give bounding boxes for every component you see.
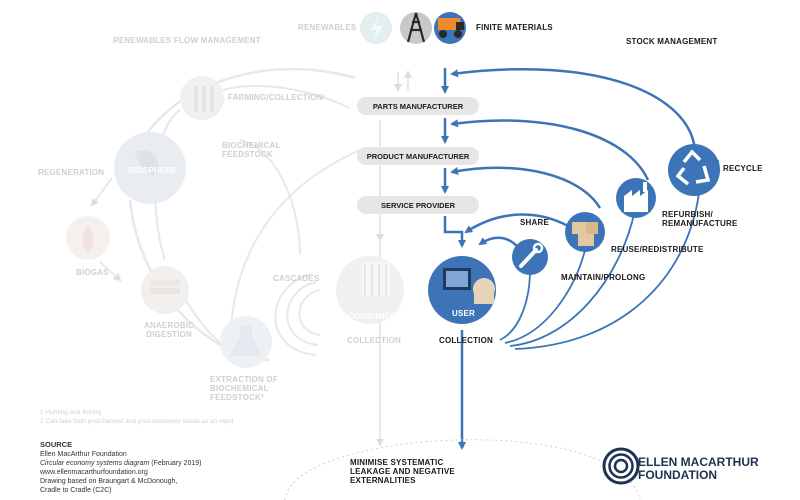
oil-rig-icon [400, 12, 432, 44]
renewables-flow-management-label: RENEWABLES FLOW MANAGEMENT [113, 36, 261, 45]
stock-management-label: STOCK MANAGEMENT [626, 37, 718, 46]
collection-label: COLLECTION [439, 336, 493, 345]
source-url[interactable]: www.ellenmacarthurfoundation.org [40, 469, 148, 477]
anaerobic-digestion-label: ANAEROBIC DIGESTION [144, 321, 194, 339]
refurbish-line-1: REFURBISH/ [662, 210, 713, 219]
parts-manufacturer-node: PARTS MANUFACTURER [357, 97, 479, 115]
biogas-label: BIOGAS [76, 268, 109, 277]
user-label: USER [452, 309, 476, 318]
footnote-1: 1 Hunting and fishing [40, 409, 102, 416]
leakage-line-1: MINIMISE SYSTEMATIC [350, 458, 444, 467]
source-date: (February 2019) [151, 460, 202, 468]
wheat-icon [180, 76, 224, 120]
source-org: Ellen MacArthur Foundation [40, 451, 127, 459]
technical-flow-arrows [441, 67, 720, 450]
recycle-icon [668, 144, 720, 196]
footnotes: 1 Hunting and fishing 2 Can take both po… [40, 408, 233, 426]
finite-materials-icons [400, 12, 466, 44]
farming-collection-label: FARMING/COLLECTION¹ [228, 93, 326, 102]
source-drawing-2: Cradle to Cradle (C2C) [40, 487, 112, 495]
source-title: Circular economy systems diagram [40, 460, 150, 468]
cascades-label: CASCADES [273, 274, 320, 283]
product-manufacturer-node: PRODUCT MANUFACTURER [357, 147, 479, 165]
biochemical-feedstock-line-1: BIOCHEMICAL [222, 141, 281, 150]
maintain-prolong-label: MAINTAIN/PROLONG [561, 273, 646, 282]
technical-icons [428, 144, 720, 324]
source-heading: SOURCE [40, 440, 73, 449]
emf-logo-text: ELLEN MACARTHUR FOUNDATION [638, 456, 759, 481]
logo-line-1: ELLEN MACARTHUR [638, 455, 759, 469]
finite-materials-label: FINITE MATERIALS [476, 23, 553, 32]
renewables-label: RENEWABLES [298, 23, 357, 32]
source-drawing-1: Drawing based on Braungart & McDonough, [40, 478, 178, 486]
logo-line-2: FOUNDATION [638, 467, 718, 482]
recycle-label: RECYCLE [723, 164, 763, 173]
biological-icons [66, 12, 404, 368]
bio-collection-label: COLLECTION [347, 336, 401, 345]
leakage-line-3: EXTERNALITIES [350, 476, 416, 486]
regeneration-label: REGENERATION [38, 168, 105, 177]
extraction-line-1: EXTRACTION OF [210, 375, 278, 384]
consumer-label: CONSUMER [348, 312, 397, 321]
source-block: SOURCE Ellen MacArthur Foundation Circul… [40, 440, 201, 496]
emf-logo-mark [602, 447, 640, 485]
extraction-line-3: FEEDSTOCK² [210, 393, 264, 403]
refurbish-remanufacture-label: REFURBISH/ REMANUFACTURE [662, 210, 738, 228]
share-label: SHARE [520, 218, 550, 227]
refurbish-line-2: REMANUFACTURE [662, 219, 738, 229]
leakage-label: MINIMISE SYSTEMATIC LEAKAGE AND NEGATIVE… [350, 458, 455, 486]
biosphere-label: BIOSPHERE [128, 166, 177, 175]
leakage-boundary [284, 439, 641, 500]
biochemical-feedstock-label: BIOCHEMICAL FEEDSTOCK [222, 141, 281, 159]
anaerobic-line-2: DIGESTION [146, 330, 193, 340]
biochemical-feedstock-line-2: FEEDSTOCK [222, 150, 273, 160]
footnote-2: 2 Can take both post-harvest and post-co… [40, 418, 234, 426]
extraction-label: EXTRACTION OF BIOCHEMICAL FEEDSTOCK² [210, 375, 278, 403]
extraction-line-2: BIOCHEMICAL [210, 384, 269, 394]
service-provider-node: SERVICE PROVIDER [357, 196, 479, 214]
anaerobic-line-1: ANAEROBIC [144, 321, 195, 330]
leakage-line-2: LEAKAGE AND NEGATIVE [350, 467, 455, 477]
reuse-redistribute-label: REUSE/REDISTRIBUTE [611, 245, 704, 254]
